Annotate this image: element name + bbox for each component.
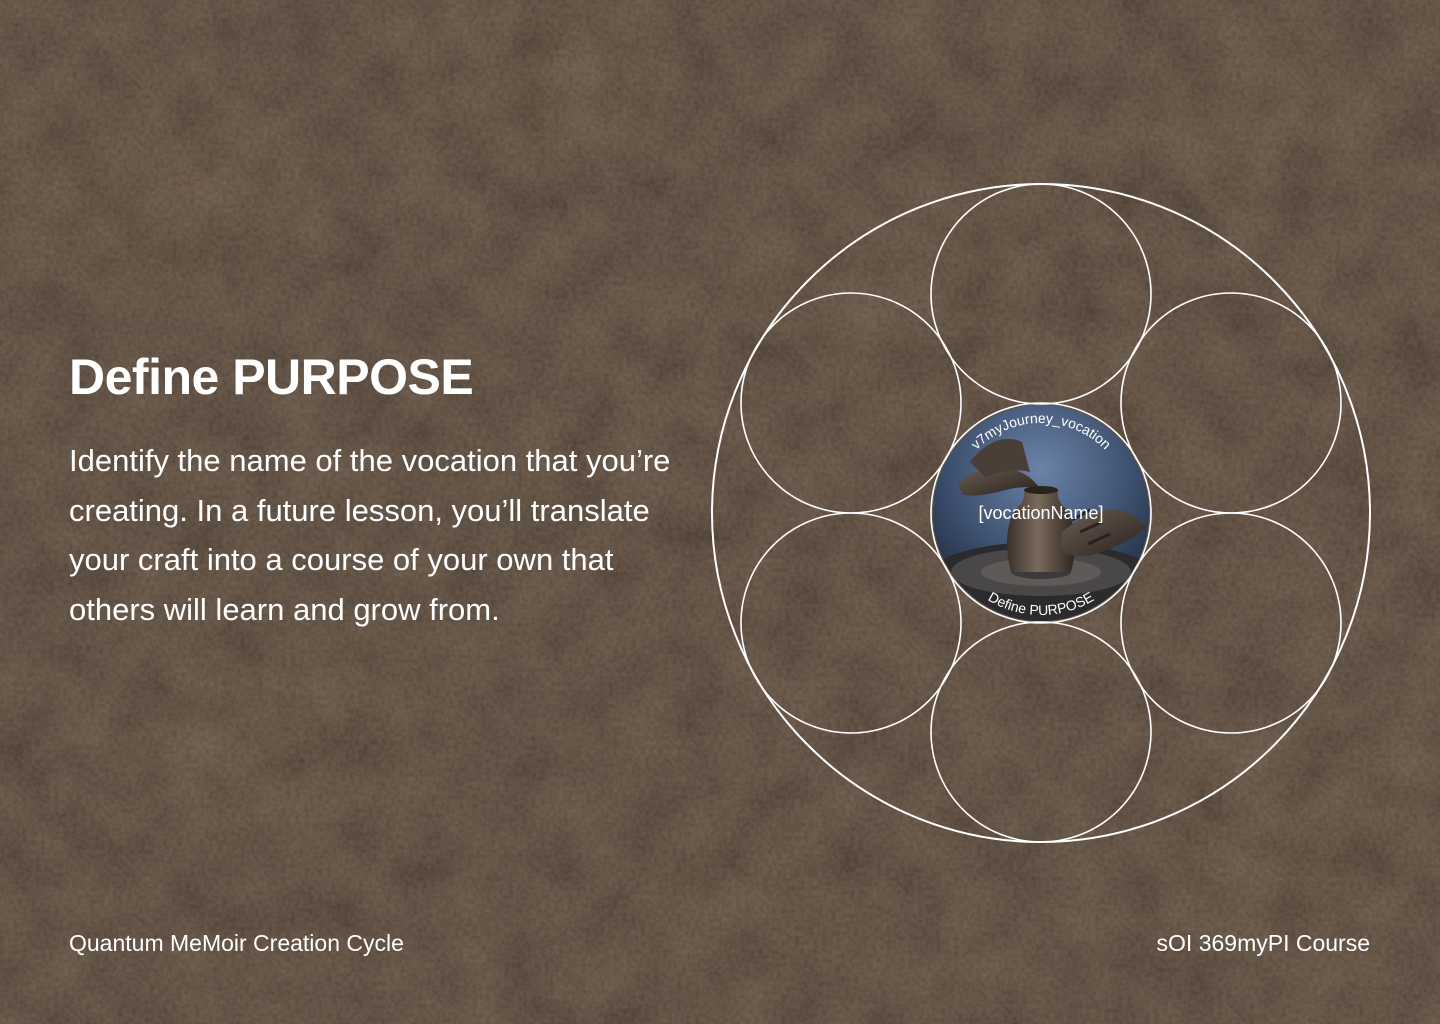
circle-upper-left xyxy=(740,292,962,514)
circle-bottom xyxy=(930,621,1152,843)
vocation-circle-diagram: v7myJourney_vocation Define PURPOSE [voc… xyxy=(711,183,1371,843)
slide-title: Define PURPOSE xyxy=(69,349,474,405)
footer-left-caption: Quantum MeMoir Creation Cycle xyxy=(69,930,404,956)
circle-upper-right xyxy=(1120,292,1342,514)
slide-body-text: Identify the name of the vocation that y… xyxy=(69,443,671,627)
circle-lower-left xyxy=(740,512,962,734)
footer-right-caption: sOI 369myPI Course xyxy=(1156,930,1370,956)
vocation-name-label: [vocationName] xyxy=(978,503,1103,523)
circle-center xyxy=(930,402,1152,624)
circle-lower-right xyxy=(1120,512,1342,734)
center-photo xyxy=(933,405,1149,621)
circle-top xyxy=(930,183,1152,405)
